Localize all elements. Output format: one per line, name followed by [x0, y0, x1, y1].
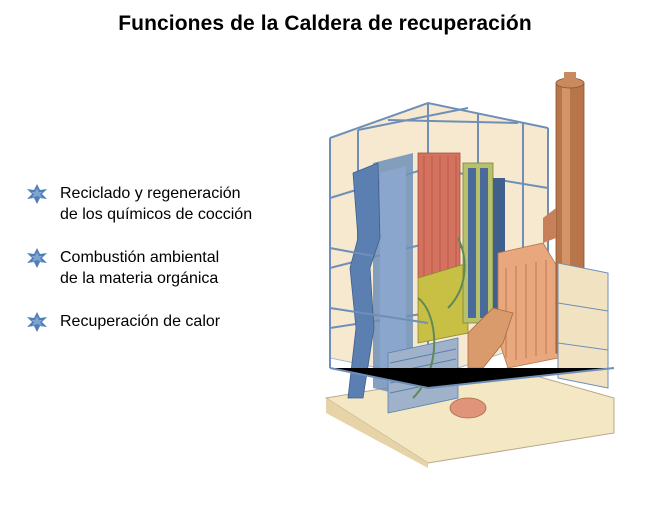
blue-puzzle-star-icon — [27, 184, 47, 204]
superheater — [417, 152, 461, 279]
boiler-bank — [462, 162, 494, 324]
bullet-line-2: de la materia orgánica — [60, 270, 219, 287]
bullet-line-1: Reciclado y regeneración — [60, 185, 241, 202]
recovery-boiler-cutaway-illustration — [324, 72, 615, 468]
bullet-line-1: Combustión ambiental — [60, 249, 220, 266]
blue-puzzle-star-icon — [27, 312, 47, 332]
bullet-line-1: Recuperación de calor — [60, 313, 221, 330]
page-title: Funciones de la Caldera de recuperación — [118, 12, 532, 35]
stack-connection — [543, 208, 556, 243]
duct-column — [347, 162, 381, 399]
copper-tank — [449, 397, 487, 419]
precipitator — [497, 242, 559, 369]
annex — [557, 262, 609, 389]
blue-puzzle-star-icon — [27, 248, 47, 268]
bullet-item-recycling: Reciclado y regeneración de los químicos… — [26, 183, 316, 225]
bullet-list: Reciclado y regeneración de los químicos… — [26, 183, 316, 354]
bullet-item-combustion: Combustión ambiental de la materia orgán… — [26, 247, 316, 289]
bullet-item-heat-recovery: Recuperación de calor — [26, 311, 316, 332]
furnace-inner — [380, 166, 406, 388]
bullet-line-2: de los químicos de cocción — [60, 206, 253, 223]
